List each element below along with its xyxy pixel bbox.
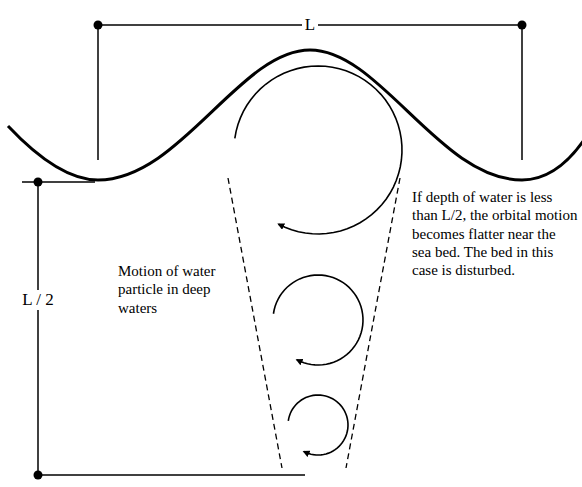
dimension-dot (518, 21, 527, 30)
dimension-label: L (302, 15, 318, 36)
extension-line (38, 474, 305, 476)
extension-line (521, 25, 523, 160)
note-text: Motion of water particle in deep waters (118, 262, 243, 317)
envelope-line (228, 178, 282, 468)
dimension-label: L / 2 (19, 290, 56, 311)
dimension-dot (34, 471, 43, 480)
orbit-path (235, 66, 402, 234)
dimension-dot (34, 178, 43, 187)
dimension-dot (94, 21, 103, 30)
note-text: If depth of water is less than L/2, the … (412, 188, 578, 279)
orbit-path (288, 395, 348, 455)
orbit-path (273, 275, 363, 365)
envelope-line (346, 178, 400, 468)
orbit-group (235, 66, 402, 455)
extension-line (97, 25, 99, 160)
extension-line (22, 181, 95, 183)
dimension-line (37, 182, 39, 475)
